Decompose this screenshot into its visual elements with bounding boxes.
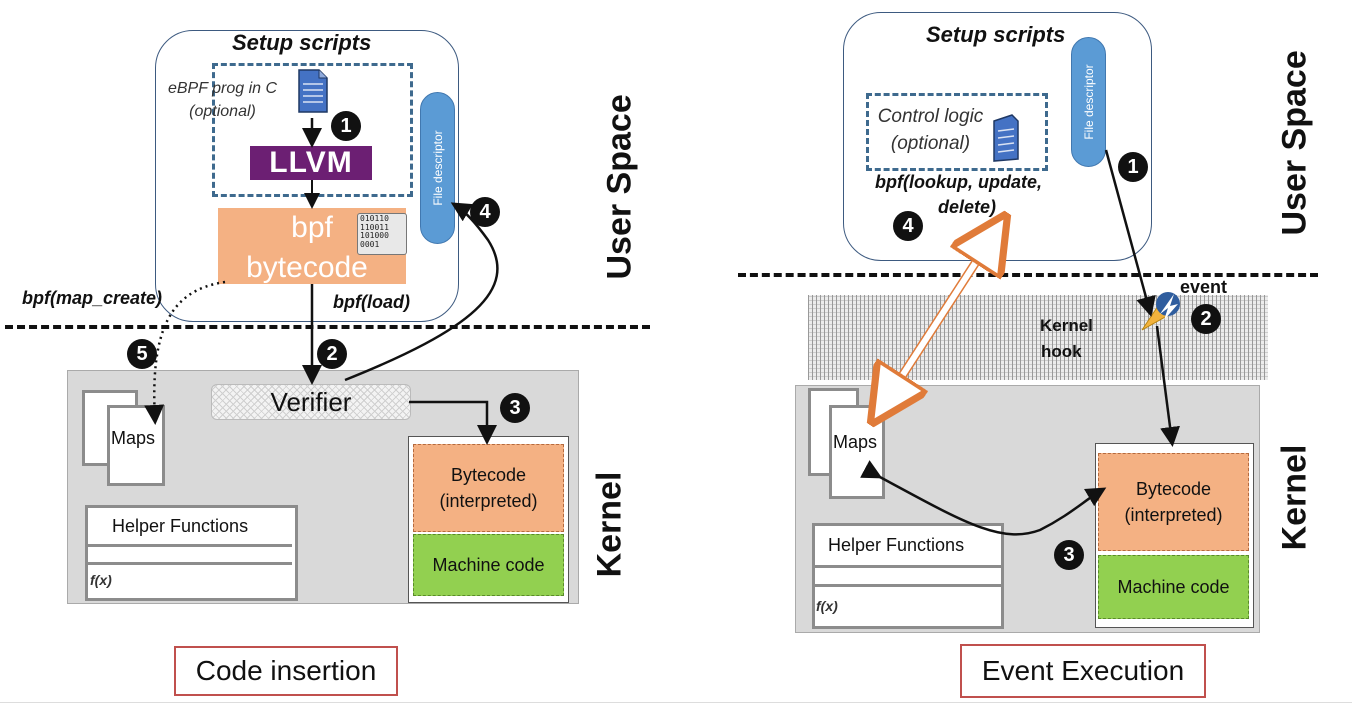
right-step-3: 3	[1054, 540, 1084, 570]
right-helper-functions-box	[812, 523, 1004, 629]
left-step-5: 5	[127, 339, 157, 369]
left-machine-code-label: Machine code	[432, 555, 545, 575]
left-helper-divider-2	[88, 562, 292, 565]
left-helper-functions-box	[85, 505, 298, 601]
left-user-kernel-divider	[5, 325, 650, 329]
kernel-hook-line-2: hook	[1041, 342, 1082, 361]
left-step-1: 1	[331, 111, 361, 141]
right-step-1: 1	[1118, 152, 1148, 182]
right-caption: Event Execution	[960, 644, 1206, 698]
bottom-edge-line	[0, 702, 1352, 703]
right-setup-title: Setup scripts	[926, 22, 1066, 47]
left-map-create-label: bpf(map_create)	[22, 288, 163, 308]
right-helper-functions-label: Helper Functions	[828, 535, 965, 555]
right-user-kernel-divider	[738, 273, 1318, 277]
left-load-label: bpf(load)	[333, 292, 410, 312]
left-bytecode-interpreted-label: Bytecode (interpreted)	[439, 465, 538, 511]
right-helper-divider-1	[815, 565, 1001, 568]
right-bytecode-interpreted: Bytecode (interpreted)	[1098, 453, 1249, 551]
right-document-icon	[993, 114, 1019, 162]
left-helper-divider-1	[88, 544, 292, 547]
event-label: event	[1180, 277, 1228, 297]
left-step-2: 2	[317, 339, 347, 369]
left-machine-code: Machine code	[413, 534, 564, 596]
llvm-block: LLVM	[250, 146, 372, 180]
left-bytecode-interpreted: Bytecode (interpreted)	[413, 444, 564, 532]
right-bytecode-interpreted-label: Bytecode (interpreted)	[1124, 479, 1223, 525]
right-file-descriptor: File descriptor	[1071, 37, 1106, 167]
right-helper-divider-2	[815, 584, 1001, 587]
right-control-logic-label: Control logic	[877, 106, 984, 127]
left-maps-label: Maps	[111, 428, 156, 448]
bytecode-line-2: bytecode	[246, 251, 368, 284]
left-arrows	[144, 118, 499, 445]
left-ebpf-optional-label: (optional)	[189, 103, 256, 120]
right-machine-code-label: Machine code	[1117, 577, 1230, 597]
kernel-hook-label: Kernel hook	[1040, 313, 1093, 365]
left-ebpf-prog-label: eBPF prog in C	[167, 80, 278, 97]
left-document-icon	[298, 69, 328, 113]
kernel-hook-line-1: Kernel	[1040, 316, 1093, 335]
right-bpf-ops-line-1: bpf(lookup, update,	[875, 172, 1042, 192]
left-caption: Code insertion	[174, 646, 398, 696]
left-setup-title: Setup scripts	[232, 30, 372, 55]
binary-file-icon: 010110 110011 101000 0001	[357, 213, 407, 255]
right-fx-icon: f(x)	[816, 598, 838, 614]
bytecode-line-1: bpf	[291, 211, 333, 244]
left-step-4: 4	[470, 197, 500, 227]
left-file-descriptor: File descriptor	[420, 92, 455, 244]
right-step-4: 4	[893, 211, 923, 241]
left-step-3: 3	[500, 393, 530, 423]
right-maps-label: Maps	[833, 432, 878, 452]
left-helper-functions-label: Helper Functions	[112, 516, 249, 536]
verifier-block: Verifier	[211, 384, 411, 420]
right-step-2: 2	[1191, 304, 1221, 334]
left-fx-icon: f(x)	[90, 572, 112, 588]
right-control-dashed-box	[866, 93, 1048, 171]
right-control-optional-label: (optional)	[890, 133, 971, 154]
right-machine-code: Machine code	[1098, 555, 1249, 619]
